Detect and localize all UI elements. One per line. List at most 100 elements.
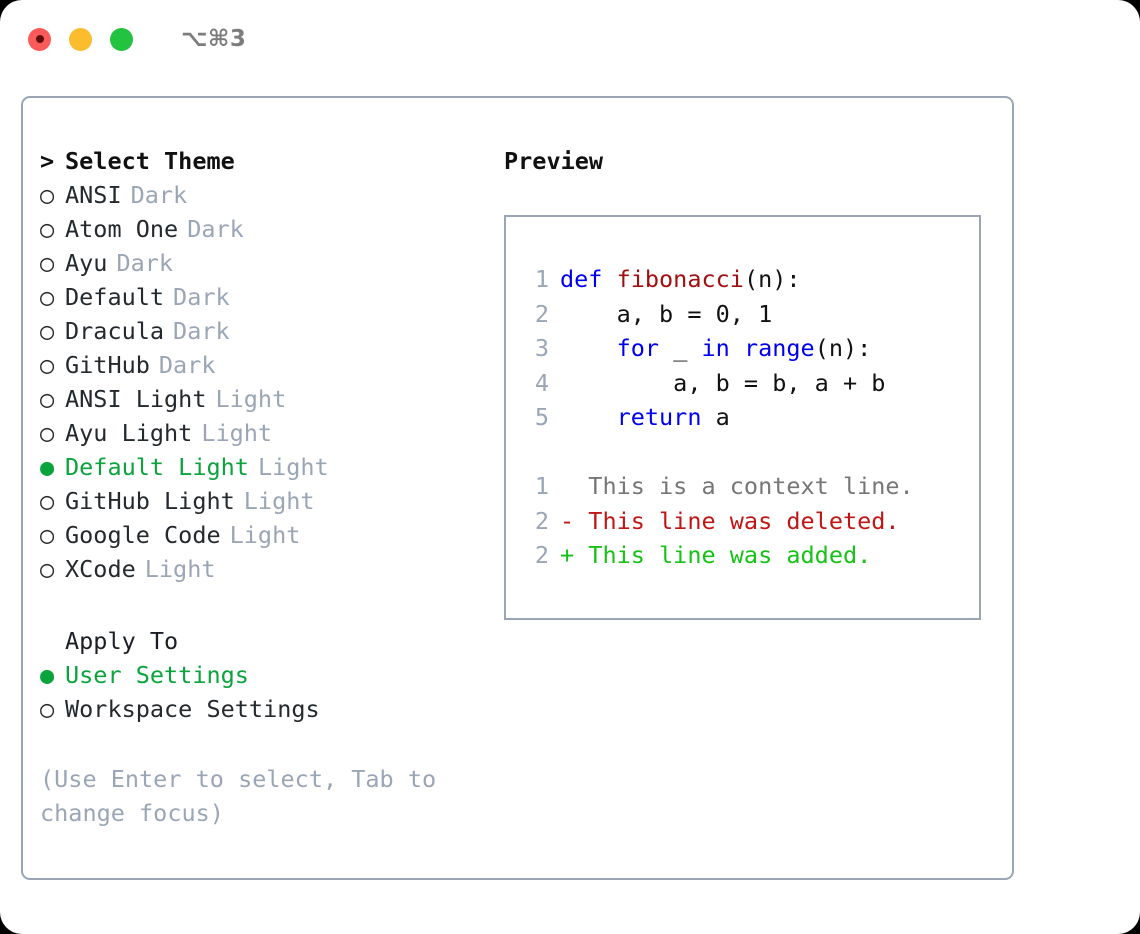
code-line: 3 for _ in range(n):: [523, 331, 979, 366]
line-number: 5: [534, 403, 549, 431]
apply-to-list[interactable]: ● User Settings ○ Workspace Settings: [40, 658, 493, 726]
theme-variant-tag: Dark: [173, 283, 230, 311]
radio-unselected-icon[interactable]: ○: [40, 521, 55, 549]
diff-text: - This line was deleted.: [560, 506, 900, 535]
radio-unselected-icon[interactable]: ○: [40, 181, 55, 209]
theme-name-label: XCode: [65, 555, 136, 583]
theme-list-item[interactable]: ○ Google Code Light: [40, 518, 493, 552]
theme-list-item[interactable]: ○ GitHub Dark: [40, 348, 493, 382]
prompt-caret-icon: >: [40, 147, 55, 175]
theme-variant-tag: Light: [201, 419, 273, 447]
apply-to-option[interactable]: ○ Workspace Settings: [40, 692, 493, 726]
code-line: 2 a, b = 0, 1: [523, 297, 979, 332]
radio-unselected-icon[interactable]: ○: [40, 385, 55, 413]
diff-text: + This line was added.: [560, 541, 872, 569]
radio-unselected-icon[interactable]: ○: [40, 283, 55, 311]
keyboard-shortcut-label: ⌥⌘3: [181, 26, 247, 52]
theme-name-label: Ayu Light: [65, 419, 193, 447]
maximize-button-icon[interactable]: [110, 27, 133, 51]
code-token: (n):: [743, 265, 801, 293]
diff-sample: 1 This is a context line.2- This line wa…: [523, 469, 979, 573]
theme-variant-tag: Light: [229, 521, 301, 549]
keyboard-hint-text: (Use Enter to select, Tab to change focu…: [40, 765, 451, 827]
code-token: a, b = 0, 1: [560, 299, 773, 328]
radio-unselected-icon[interactable]: ○: [40, 695, 55, 723]
line-number: 3: [534, 334, 549, 362]
code-token: a: [701, 403, 730, 431]
apply-to-option[interactable]: ● User Settings: [40, 658, 493, 692]
theme-variant-tag: Light: [215, 385, 287, 413]
diff-text: This is a context line.: [560, 472, 914, 500]
theme-name-label: Dracula: [65, 317, 165, 345]
theme-variant-tag: Light: [243, 487, 315, 515]
radio-unselected-icon[interactable]: ○: [40, 487, 55, 515]
diff-line: 2- This line was deleted.: [523, 504, 979, 539]
radio-unselected-icon[interactable]: ○: [40, 351, 55, 379]
line-number: 4: [534, 368, 549, 397]
theme-name-label: ANSI: [65, 181, 122, 209]
theme-variant-tag: Dark: [130, 181, 188, 209]
theme-list-item[interactable]: ○ ANSI Light Light: [40, 382, 493, 416]
theme-list-item[interactable]: ○ Ayu Light Light: [40, 416, 493, 450]
theme-variant-tag: Dark: [187, 215, 244, 243]
code-diff-spacer: [523, 435, 979, 470]
line-number: 2: [534, 541, 549, 569]
theme-name-label: GitHub Light: [65, 487, 235, 515]
minimize-button-icon[interactable]: [69, 27, 92, 51]
radio-selected-icon[interactable]: ●: [40, 661, 55, 689]
radio-unselected-icon[interactable]: ○: [40, 215, 55, 243]
theme-name-label: GitHub: [65, 351, 150, 379]
spacer-marker: ○: [40, 624, 65, 658]
theme-list-item[interactable]: ○ Default Dark: [40, 280, 493, 314]
theme-variant-tag: Dark: [173, 317, 230, 345]
code-token: def: [560, 265, 617, 293]
theme-list-item[interactable]: ○ ANSI Dark: [40, 178, 493, 212]
line-number: 1: [534, 265, 549, 293]
line-number: 2: [534, 299, 549, 328]
theme-name-label: ANSI Light: [65, 385, 207, 413]
theme-list-item[interactable]: ○ GitHub Light Light: [40, 484, 493, 518]
code-token: in range: [701, 334, 815, 362]
theme-name-label: Google Code: [65, 521, 221, 549]
close-button-icon[interactable]: [28, 27, 51, 51]
apply-to-heading: ○ Apply To: [40, 624, 493, 658]
code-line: 5 return a: [523, 400, 979, 435]
preview-title: Preview: [504, 147, 604, 175]
select-theme-header: > Select Theme: [40, 144, 493, 178]
code-token: return: [560, 403, 702, 431]
radio-unselected-icon[interactable]: ○: [40, 249, 55, 277]
radio-unselected-icon[interactable]: ○: [40, 555, 55, 583]
title-bar: ⌥⌘3: [0, 0, 1140, 78]
theme-name-label: Ayu: [65, 249, 108, 277]
code-line: 1 def fibonacci(n):: [523, 262, 979, 297]
theme-list-item[interactable]: ○ Dracula Dark: [40, 314, 493, 348]
code-token: (n):: [814, 334, 872, 362]
diff-line: 2 + This line was added.: [523, 538, 979, 573]
theme-variant-tag: Light: [257, 453, 329, 481]
apply-to-label: User Settings: [65, 661, 249, 689]
code-line: 4 a, b = b, a + b: [523, 366, 979, 401]
code-token: a, b = b, a + b: [560, 368, 886, 397]
traffic-light-group: [28, 27, 133, 51]
select-theme-title: Select Theme: [65, 147, 235, 175]
apply-to-label: Workspace Settings: [65, 695, 320, 723]
radio-selected-icon[interactable]: ●: [40, 453, 55, 481]
code-token: fibonacci: [616, 265, 744, 293]
radio-unselected-icon[interactable]: ○: [40, 317, 55, 345]
theme-name-label: Default: [65, 283, 165, 311]
code-token: _: [659, 334, 702, 362]
theme-variant-tag: Dark: [158, 351, 216, 379]
radio-unselected-icon[interactable]: ○: [40, 419, 55, 447]
code-token: for: [560, 334, 660, 362]
line-number: 1: [534, 472, 549, 500]
